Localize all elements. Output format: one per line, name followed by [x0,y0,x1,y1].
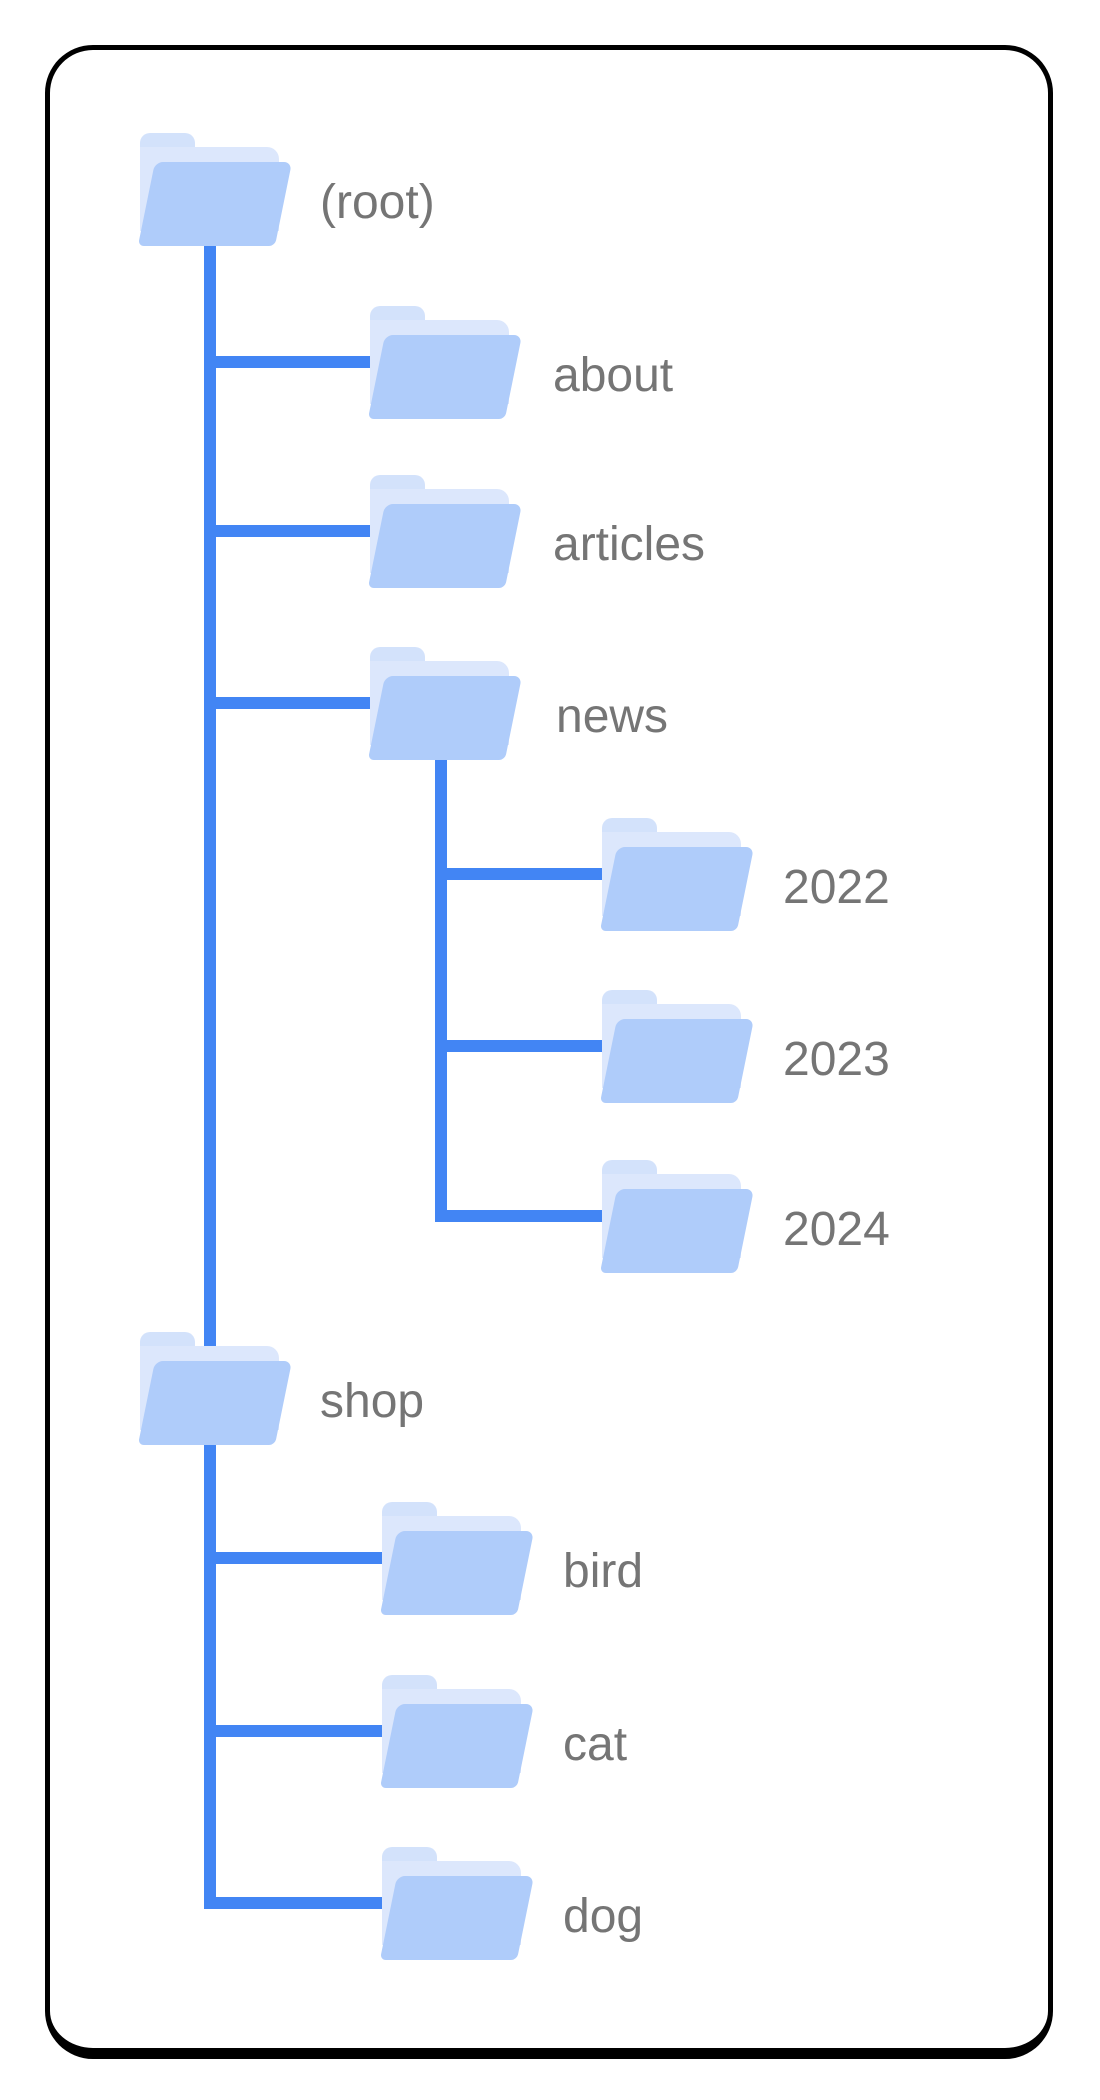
folder-icon-2024 [599,1160,754,1273]
folder-front [367,504,522,588]
connector-branch-2022 [435,868,625,880]
folder-icon-cat [379,1675,534,1788]
connector-branch-articles [204,525,394,537]
folder-front [137,1361,292,1445]
connector-branch-dog [204,1897,404,1909]
connector-branch-bird [204,1552,404,1564]
folder-icon-dog [379,1847,534,1960]
folder-front [379,1704,534,1788]
folder-icon-root [137,133,292,246]
node-label-bird: bird [563,1545,644,1598]
connector-branch-2024 [435,1210,625,1222]
folder-icon-bird [379,1502,534,1615]
connector-branch-2023 [435,1040,625,1052]
folder-icon-news [367,647,522,760]
folder-front [379,1531,534,1615]
connector-branch-news [204,697,394,709]
folder-front [599,1019,754,1103]
folder-front [379,1876,534,1960]
folder-front [599,1189,754,1273]
folder-icon-articles [367,475,522,588]
folder-front [367,335,522,419]
node-label-news: news [556,690,669,743]
folder-icon-about [367,306,522,419]
folder-front [137,162,292,246]
node-label-about: about [553,349,674,402]
node-label-dog: dog [563,1890,644,1943]
connector-trunk-news [435,760,447,1222]
folder-icon-2022 [599,818,754,931]
node-label-articles: articles [553,518,706,571]
folder-icon-2023 [599,990,754,1103]
folder-front [599,847,754,931]
node-label-shop: shop [320,1375,425,1428]
node-label-2022: 2022 [783,861,890,914]
connector-trunk-root [204,246,216,1909]
node-label-root: (root) [320,176,435,229]
connector-branch-about [204,356,394,368]
connector-branch-cat [204,1725,404,1737]
node-label-cat: cat [563,1718,628,1771]
folder-icon-shop [137,1332,292,1445]
node-label-2024: 2024 [783,1203,890,1256]
folder-front [367,676,522,760]
node-label-2023: 2023 [783,1033,890,1086]
